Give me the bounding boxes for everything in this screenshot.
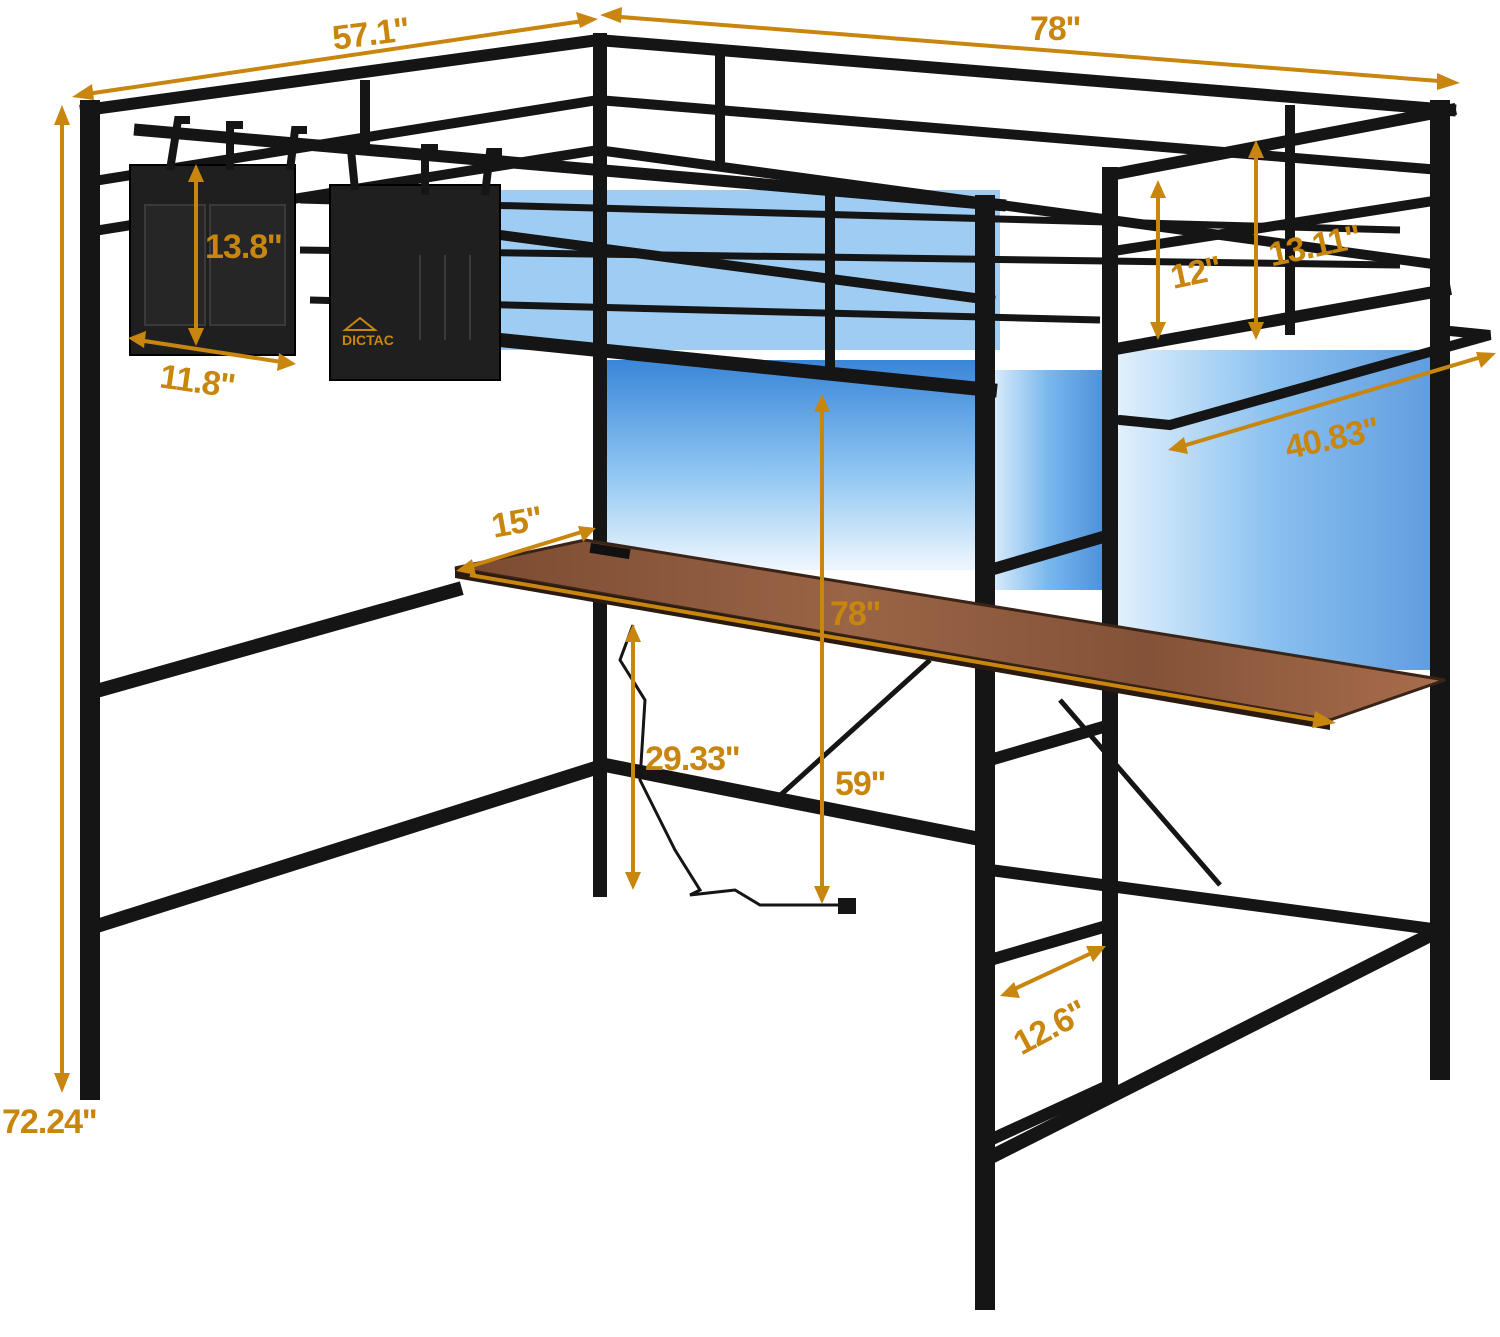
label-guard-height: 12'' [1167, 249, 1224, 297]
brand-logo-text: DICTAC [342, 332, 394, 348]
label-bag-width: 11.8'' [157, 358, 236, 406]
label-desk-height: 29.33'' [645, 740, 739, 778]
label-total-height: 72.24'' [2, 1103, 96, 1141]
label-bag-height: 13.8'' [205, 228, 281, 266]
label-top-width: 57.1'' [330, 11, 410, 58]
label-desk-length: 78'' [830, 595, 880, 633]
bed-frame [79, 33, 1492, 1310]
label-top-length: 78'' [1030, 10, 1080, 48]
storage-bag-right: DICTAC [329, 136, 502, 381]
storage-bag-left [129, 116, 307, 356]
label-under-bed-clearance: 59'' [835, 765, 885, 803]
label-ladder-step: 12.6'' [1007, 993, 1092, 1062]
label-desk-depth: 15'' [489, 500, 545, 546]
plug-icon [838, 898, 856, 914]
power-outlet-icon [589, 542, 631, 560]
dimension-arrows [54, 7, 1496, 1093]
house-logo-icon [342, 316, 378, 331]
